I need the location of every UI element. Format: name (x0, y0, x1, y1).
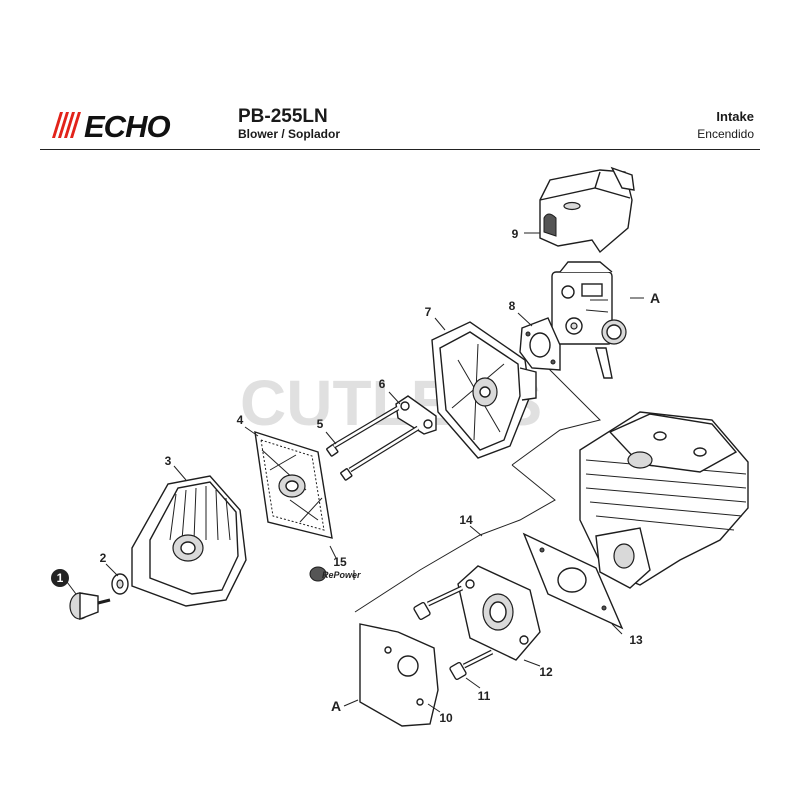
part-9-carburetor-cover (539, 166, 635, 254)
repower-badge-text: RePower (322, 570, 361, 580)
callout-labels: 1 2 3 4 5 6 7 8 9 10 11 12 13 14 15 A A (51, 227, 660, 725)
echo-logo: ECHO (44, 109, 224, 145)
leader-lines (63, 232, 644, 713)
part-11-bolts (413, 585, 494, 681)
model-number: PB-255LN (238, 106, 328, 127)
page-header: ECHO PB-255LN Blower / Soplador Intake E… (40, 100, 760, 152)
part-15-repower-label: RePower (309, 566, 361, 582)
reference-a-bottom: A (331, 698, 341, 714)
part-3-air-cleaner-cover (131, 475, 247, 607)
callout-3: 3 (165, 454, 172, 468)
part-8-carburetor-gasket (519, 317, 561, 371)
callout-9: 9 (512, 227, 519, 241)
callout-5: 5 (317, 417, 324, 431)
logo-stripes (52, 112, 81, 138)
part-10-gasket (359, 623, 439, 727)
product-subtitle: Blower / Soplador (238, 127, 341, 141)
part-4-air-filter (254, 430, 333, 539)
callout-14: 14 (459, 513, 473, 527)
assembly-divider-upper (511, 367, 601, 466)
callout-12: 12 (539, 665, 553, 679)
logo-wordmark: ECHO (84, 110, 170, 140)
callout-4: 4 (237, 413, 244, 427)
callout-7: 7 (425, 305, 432, 319)
callout-6: 6 (379, 377, 386, 391)
part-12-insulator (457, 565, 541, 661)
reference-a-top: A (650, 290, 660, 306)
section-title: Intake (716, 109, 754, 124)
callout-10: 10 (439, 711, 453, 725)
part-1-knob (69, 592, 111, 621)
callout-13: 13 (629, 633, 643, 647)
section-title-es: Encendido (697, 127, 754, 141)
callout-15: 15 (333, 555, 347, 569)
part-7-air-cleaner-case (431, 321, 537, 459)
callout-1: 1 (57, 571, 64, 585)
callout-11: 11 (478, 689, 491, 703)
callout-1-badge (51, 569, 69, 587)
assembly-divider-lower (354, 464, 556, 613)
part-8-carburetor (551, 261, 627, 379)
engine-cylinder (579, 411, 749, 589)
part-13-gasket (522, 532, 624, 630)
part-6-bracket (395, 395, 437, 435)
callout-8: 8 (509, 299, 516, 313)
header-divider (40, 149, 760, 150)
part-5-bolts (326, 405, 420, 481)
callout-2: 2 (100, 551, 107, 565)
part-2-washer (111, 573, 129, 595)
